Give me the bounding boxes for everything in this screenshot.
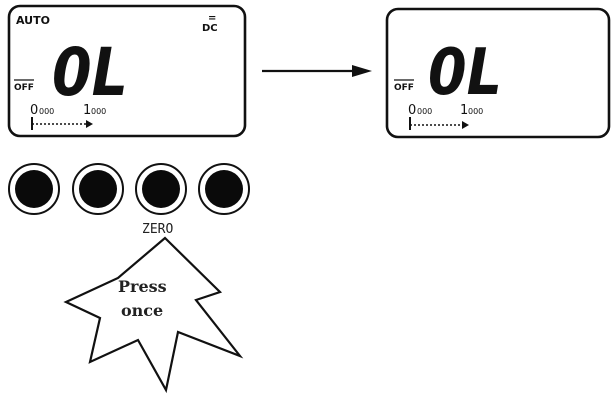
- dc-bottom-label: DC: [202, 23, 218, 34]
- auto-label: AUTO: [16, 14, 50, 27]
- dc-top-label: =: [208, 13, 216, 24]
- scale-start-small: 000: [39, 107, 54, 116]
- button-4[interactable]: [198, 163, 250, 215]
- main-reading: 0L: [52, 34, 128, 111]
- zero-button-label: ZERO: [142, 222, 173, 237]
- bargraph-right: [409, 117, 469, 130]
- display-right: 0L OFF 0 000 1 000: [385, 7, 611, 139]
- display-left-frame: [7, 4, 247, 138]
- scale-mid-big: 1: [83, 103, 91, 118]
- scale-start-big: 0: [408, 103, 416, 118]
- scale-mid-small: 000: [468, 107, 483, 116]
- zero-button[interactable]: [135, 163, 187, 215]
- callout-line-2: once: [121, 301, 163, 320]
- off-label: OFF: [14, 83, 34, 93]
- button-1[interactable]: [8, 163, 60, 215]
- press-once-callout: Press once: [63, 236, 244, 394]
- display-left: AUTO = DC 0L OFF 0 000 1 000: [7, 4, 247, 138]
- main-reading: 0L: [428, 36, 502, 110]
- off-label: OFF: [394, 83, 414, 93]
- bargraph-left: [31, 117, 93, 130]
- button-row: ZERO: [8, 163, 250, 237]
- scale-mid-small: 000: [91, 107, 106, 116]
- transition-arrow: [262, 65, 372, 77]
- scale-mid-big: 1: [460, 103, 468, 118]
- callout-arrow-icon: [63, 236, 244, 394]
- display-right-frame: [385, 7, 611, 139]
- button-2[interactable]: [72, 163, 124, 215]
- callout-line-1: Press: [118, 277, 167, 296]
- scale-start-big: 0: [30, 103, 38, 118]
- scale-start-small: 000: [417, 107, 432, 116]
